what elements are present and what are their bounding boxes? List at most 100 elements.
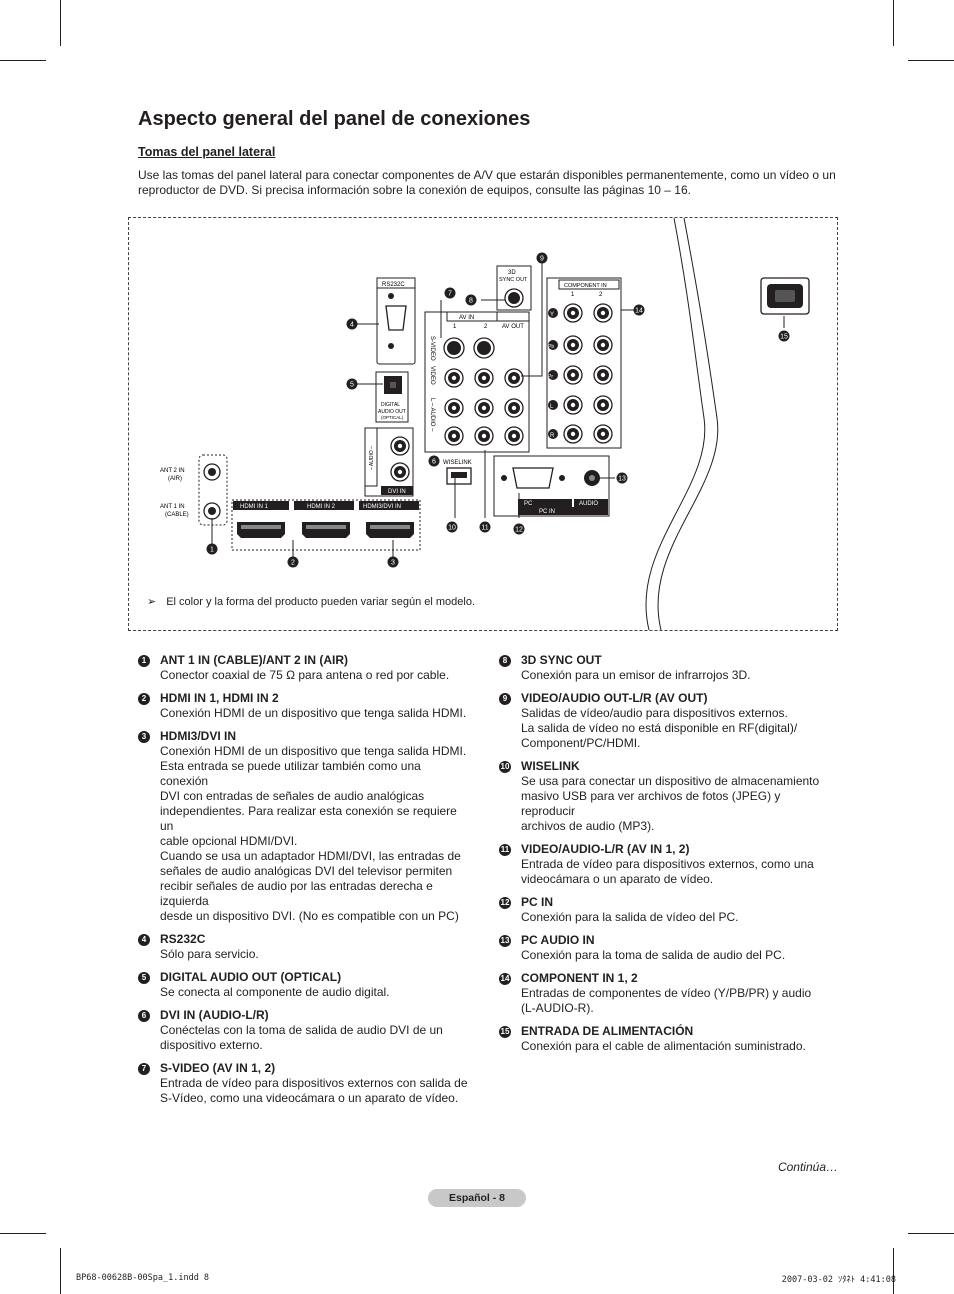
callout-badge: 14	[633, 304, 645, 316]
svg-text:5: 5	[350, 382, 354, 389]
comp-col1-label: 1	[571, 292, 575, 298]
callout-badge: 7	[444, 287, 456, 299]
ant2-sub-label: (AIR)	[168, 476, 182, 482]
item-number: 5	[138, 972, 150, 984]
callout-badge: 8	[465, 294, 477, 306]
ant2-label: ANT 2 IN	[160, 468, 185, 474]
item-number: 15	[499, 1026, 511, 1038]
item-text: Conexión para la salida de vídeo del PC.	[521, 910, 739, 924]
item-text: Conector coaxial de 75 Ω para antena o r…	[160, 668, 450, 682]
item-text: Sólo para servicio.	[160, 947, 259, 961]
comp-r-label: R	[550, 433, 555, 439]
legend-item: 5 DIGITAL AUDIO OUT (OPTICAL)Se conecta a…	[138, 970, 468, 1000]
svg-text:7: 7	[448, 291, 452, 298]
item-text: Entradas de componentes de vídeo (Y/PB/P…	[521, 986, 812, 1015]
figure-note: ➢El color y la forma del producto pueden…	[147, 595, 475, 608]
item-number: 6	[138, 1010, 150, 1022]
laudio-label: L – AUDIO –	[429, 398, 435, 432]
connection-panel-diagram: ANT 2 IN (AIR) ANT 1 IN (CABLE) HDMI IN …	[160, 218, 810, 630]
hdmi-port	[366, 522, 414, 538]
section-subtitle: Tomas del panel lateral	[138, 145, 276, 159]
continued-label: Continúa…	[777, 1160, 838, 1174]
pc-label: PC	[524, 501, 533, 507]
connection-panel-figure: ANT 2 IN (AIR) ANT 1 IN (CABLE) HDMI IN …	[128, 217, 838, 631]
item-title: DIGITAL AUDIO OUT (OPTICAL)	[160, 970, 342, 984]
item-text: Entrada de vídeo para dispositivos exter…	[521, 857, 814, 886]
callout-badge: 10	[446, 521, 458, 533]
rs232c-label: RS232C	[382, 282, 405, 288]
svg-text:1: 1	[210, 547, 214, 554]
item-text: Conexión para el cable de alimentación s…	[521, 1039, 806, 1053]
callout-badge: 2	[287, 556, 299, 568]
svg-text:13: 13	[618, 476, 626, 483]
hdmi-port	[237, 522, 285, 538]
item-number: 10	[499, 761, 511, 773]
callout-badge: 1	[206, 543, 218, 555]
crop-mark	[893, 0, 894, 46]
hdmi2-label: HDMI IN 2	[307, 504, 336, 510]
callout-badge: 5	[346, 378, 358, 390]
video-label: VIDEO	[429, 366, 435, 385]
hdmi3-label: HDMI3/DVI IN	[363, 504, 401, 510]
dvi-audio-label: – AUDIO –	[369, 446, 375, 470]
crop-mark	[908, 60, 954, 61]
item-text: Entrada de vídeo para dispositivos exter…	[160, 1076, 468, 1105]
svg-text:11: 11	[481, 525, 488, 532]
callout-badge: 6	[428, 455, 440, 467]
callout-badge: 9	[536, 252, 548, 264]
ant1-sub-label: (CABLE)	[165, 512, 189, 518]
callout-badge: 12	[513, 523, 525, 535]
digital-label-1: DIGITAL	[381, 402, 400, 408]
item-title: DVI IN (AUDIO-L/R)	[160, 1008, 269, 1022]
comp-pb-label: Pb	[548, 344, 554, 350]
svg-text:8: 8	[469, 298, 473, 305]
item-number: 2	[138, 693, 150, 705]
callout-badge: 13	[616, 472, 628, 484]
hdmi1-label: HDMI IN 1	[240, 504, 269, 510]
item-title: ENTRADA DE ALIMENTACIÓN	[521, 1024, 694, 1038]
svg-text:14: 14	[635, 308, 643, 315]
item-number: 1	[138, 655, 150, 667]
comp-y-label: Y	[550, 312, 554, 318]
ant1-label: ANT 1 IN	[160, 504, 185, 510]
item-text: Conexión para la toma de salida de audio…	[521, 948, 786, 962]
svg-text:9: 9	[540, 256, 544, 263]
svg-text:6: 6	[432, 459, 436, 466]
av-out-label: AV OUT	[502, 324, 524, 330]
item-text: Se conecta al componente de audio digita…	[160, 985, 390, 999]
av-col2-label: 2	[484, 324, 488, 330]
pc-audio-label: AUDIO	[579, 501, 598, 507]
crop-mark	[60, 1248, 61, 1294]
item-number: 13	[499, 935, 511, 947]
item-title: VIDEO/AUDIO-L/R (AV IN 1, 2)	[521, 842, 690, 856]
legend-item: 11 VIDEO/AUDIO-L/R (AV IN 1, 2)Entrada de…	[499, 842, 829, 887]
sync-label-1: 3D	[508, 270, 516, 276]
sync-label-2: SYNC OUT	[499, 277, 528, 283]
item-text: Salidas de vídeo/audio para dispositivos…	[521, 706, 798, 750]
item-number: 8	[499, 655, 511, 667]
callout-badge: 3	[387, 556, 399, 568]
crop-mark	[60, 0, 61, 46]
crop-mark	[0, 1233, 46, 1234]
item-number: 11	[499, 844, 511, 856]
svg-text:10: 10	[448, 525, 456, 532]
svg-text:2: 2	[291, 560, 295, 567]
intro-paragraph: Use las tomas del panel lateral para con…	[138, 168, 836, 197]
item-text: Se usa para conectar un dispositivo de a…	[521, 774, 820, 833]
item-text: Conexión HDMI de un dispositivo que teng…	[160, 706, 467, 720]
crop-mark	[908, 1233, 954, 1234]
wiselink-label: WISELINK	[443, 460, 472, 466]
item-number: 14	[499, 973, 511, 985]
dvi-in-label: DVI IN	[388, 489, 406, 495]
